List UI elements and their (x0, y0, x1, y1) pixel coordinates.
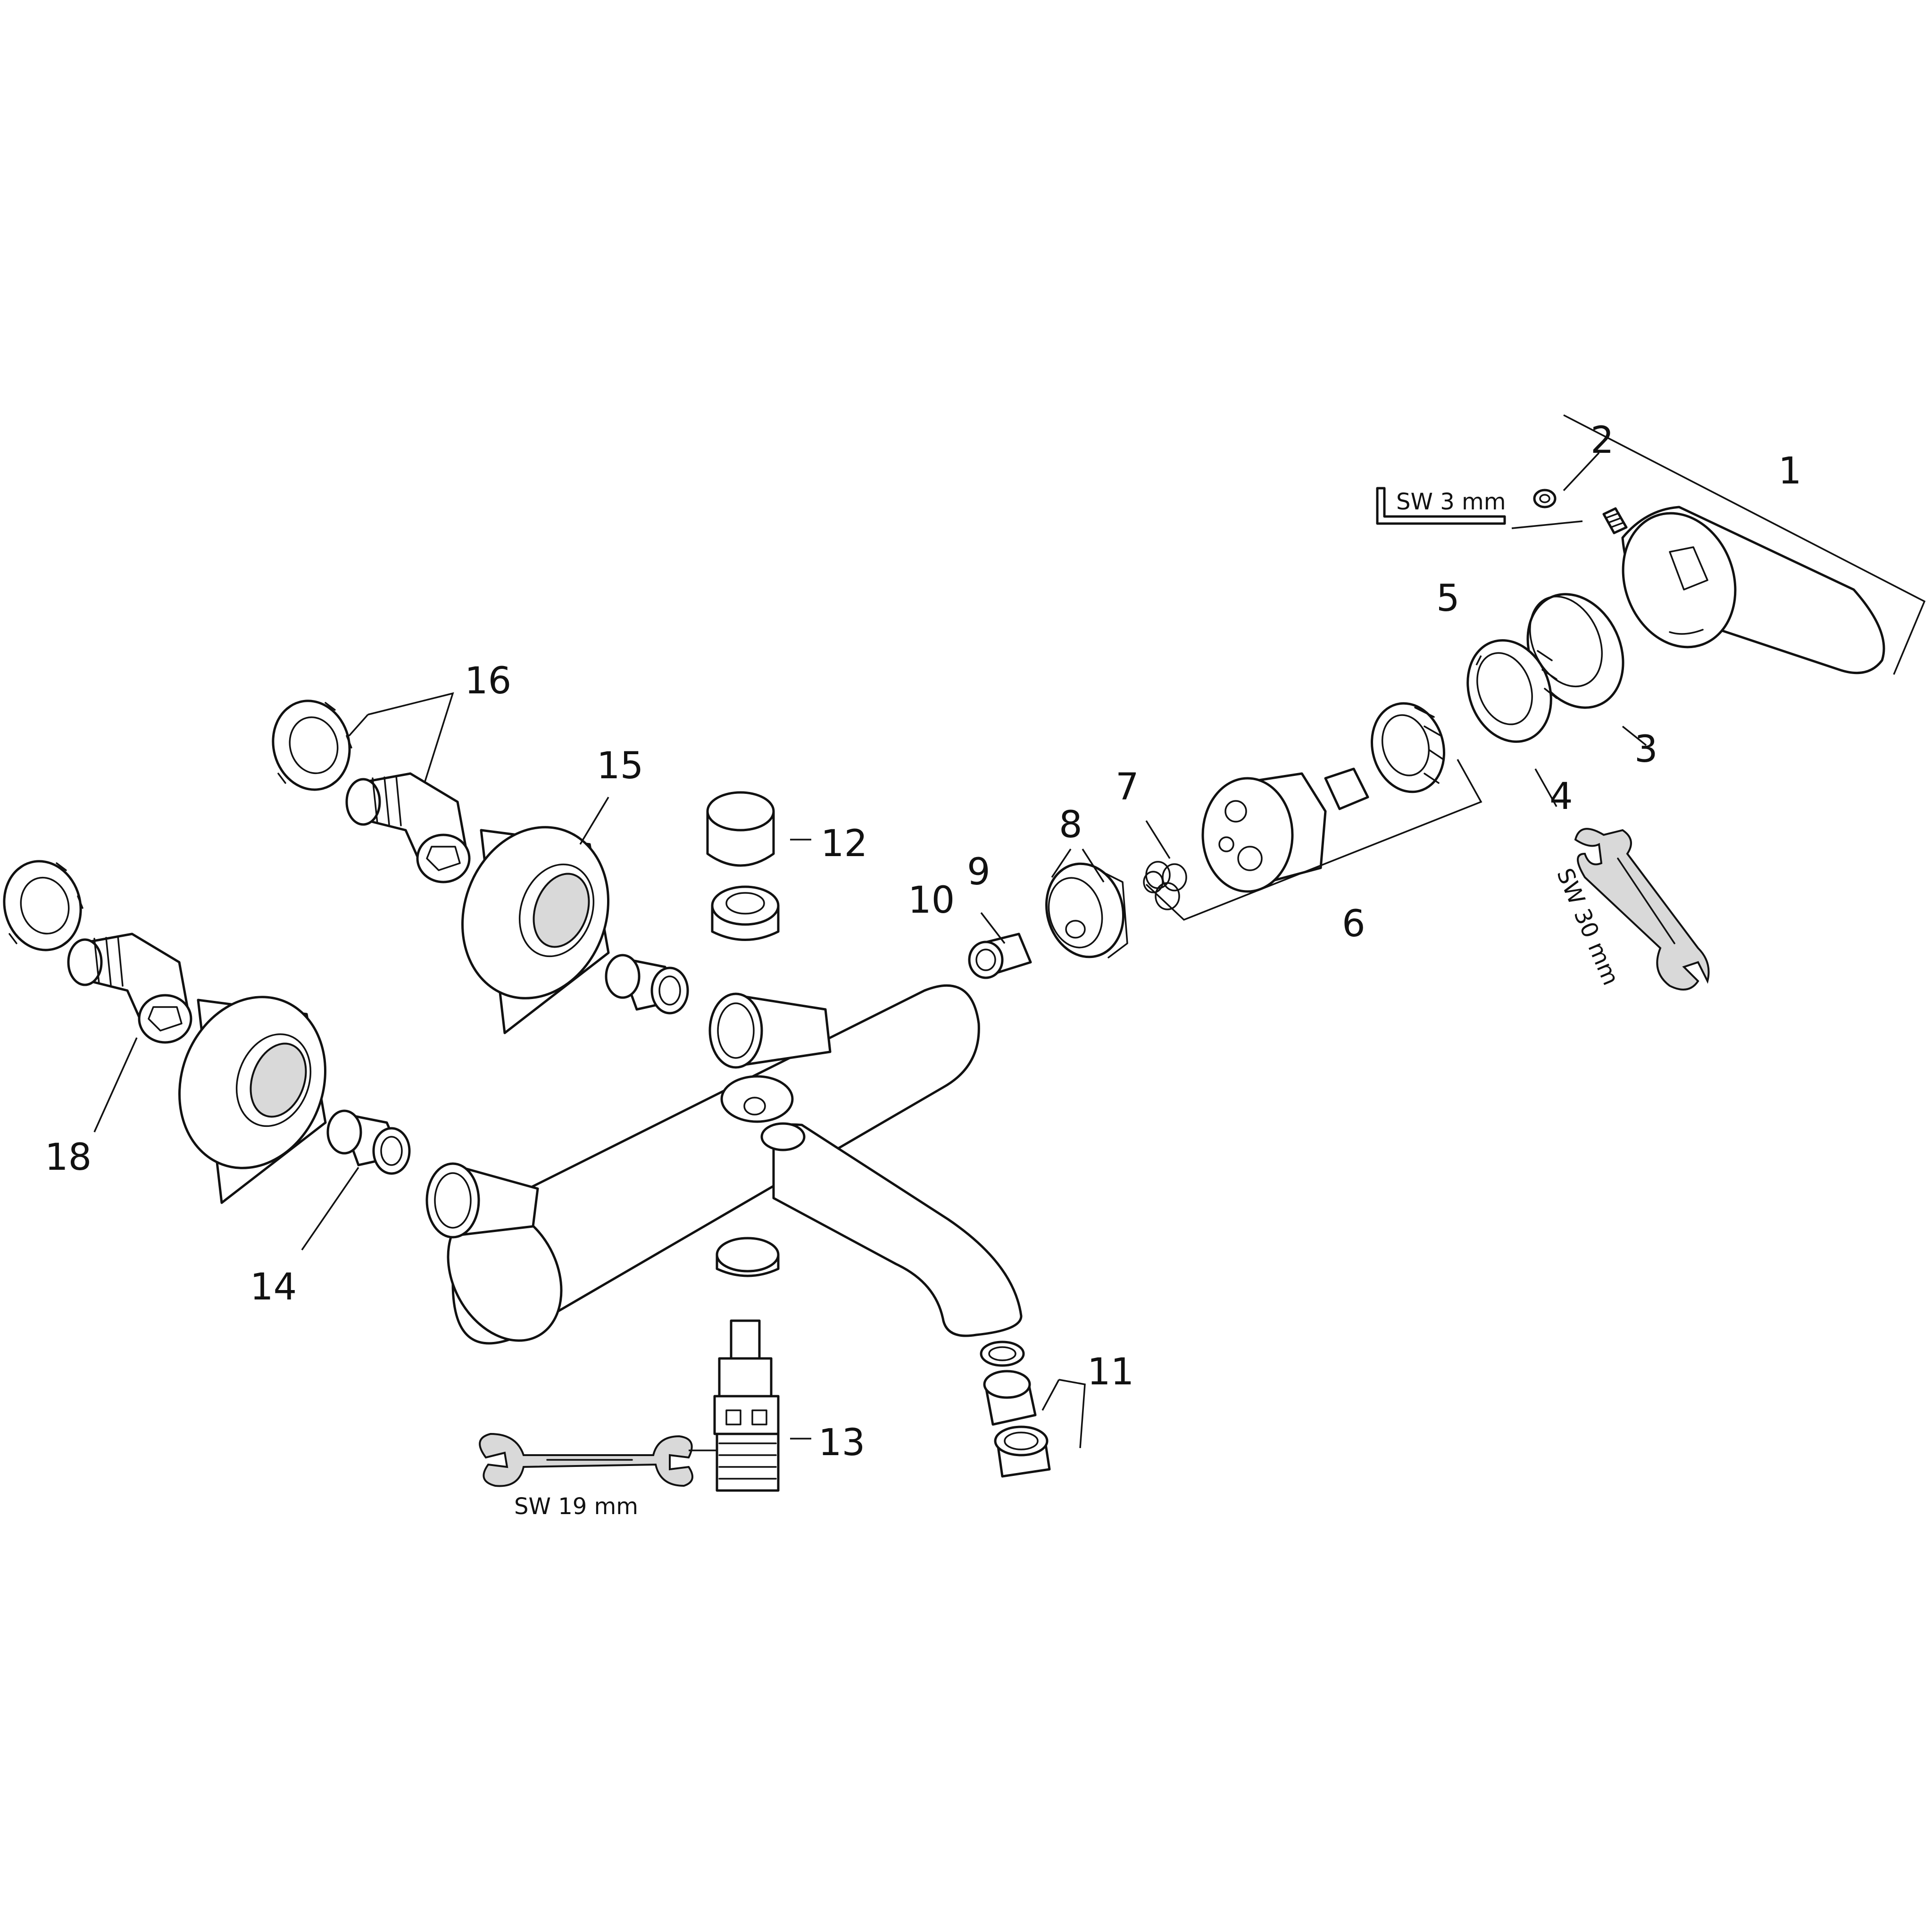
part-15-rosette-left (178, 996, 327, 1204)
part-6-cartridge-nut (1370, 702, 1446, 793)
callout-2: 2 (1591, 419, 1614, 462)
part-9-sleeve (968, 933, 1032, 979)
callout-3: 3 (1634, 728, 1658, 771)
part-18-nut (3, 860, 83, 951)
spanner-19mm-label: SW 19 mm (514, 1493, 638, 1520)
part-18-s-union (67, 933, 192, 1044)
callout-7: 7 (1116, 766, 1139, 808)
callout-5: 5 (1436, 577, 1460, 620)
part-11-aerator (980, 1341, 1051, 1478)
hex-key-label: SW 3 mm (1396, 489, 1506, 515)
callout-6: 6 (1342, 903, 1366, 945)
callout-14: 14 (250, 1266, 297, 1308)
part-16-s-union (345, 772, 471, 883)
leader-lines (93, 414, 1926, 1451)
callout-numbers: 1 2 3 4 5 6 7 8 9 10 11 12 13 14 15 16 1… (45, 419, 1802, 1464)
callout-9: 9 (967, 851, 991, 893)
callout-8: 8 (1059, 804, 1083, 846)
part-15-rosette-right (461, 826, 610, 1034)
hex-key-tool (1376, 487, 1506, 525)
callout-1: 1 (1778, 450, 1802, 492)
part-7-seals (1143, 861, 1187, 910)
part-3-cover-ring (1526, 593, 1624, 709)
part-12-cap (706, 791, 775, 867)
callout-13: 13 (818, 1422, 865, 1464)
part-8-cartridge-base (1045, 862, 1128, 958)
part-6-cartridge (1201, 767, 1369, 893)
callout-10: 10 (908, 879, 955, 922)
callout-4: 4 (1549, 775, 1573, 818)
part-16-nut (272, 700, 352, 791)
callout-18: 18 (45, 1136, 92, 1179)
part-14-connector-left (326, 1109, 411, 1175)
part-13-valve-cartridge (713, 1319, 780, 1492)
callout-11: 11 (1087, 1351, 1134, 1393)
part-14-connector-right (605, 954, 689, 1015)
part-12-adapter (711, 885, 780, 941)
ring-under-body (716, 1237, 780, 1277)
mixer-body (425, 984, 1023, 1345)
part-2-grub-screws (1533, 489, 1628, 534)
spanner-30mm-tool (1574, 828, 1710, 991)
callout-16: 16 (465, 660, 511, 702)
spanner-19mm-tool (479, 1432, 693, 1487)
callout-12: 12 (821, 823, 867, 865)
callout-15: 15 (597, 745, 643, 787)
part-1-lever-handle (1621, 506, 1885, 675)
part-5-threaded-ring (1466, 639, 1557, 743)
